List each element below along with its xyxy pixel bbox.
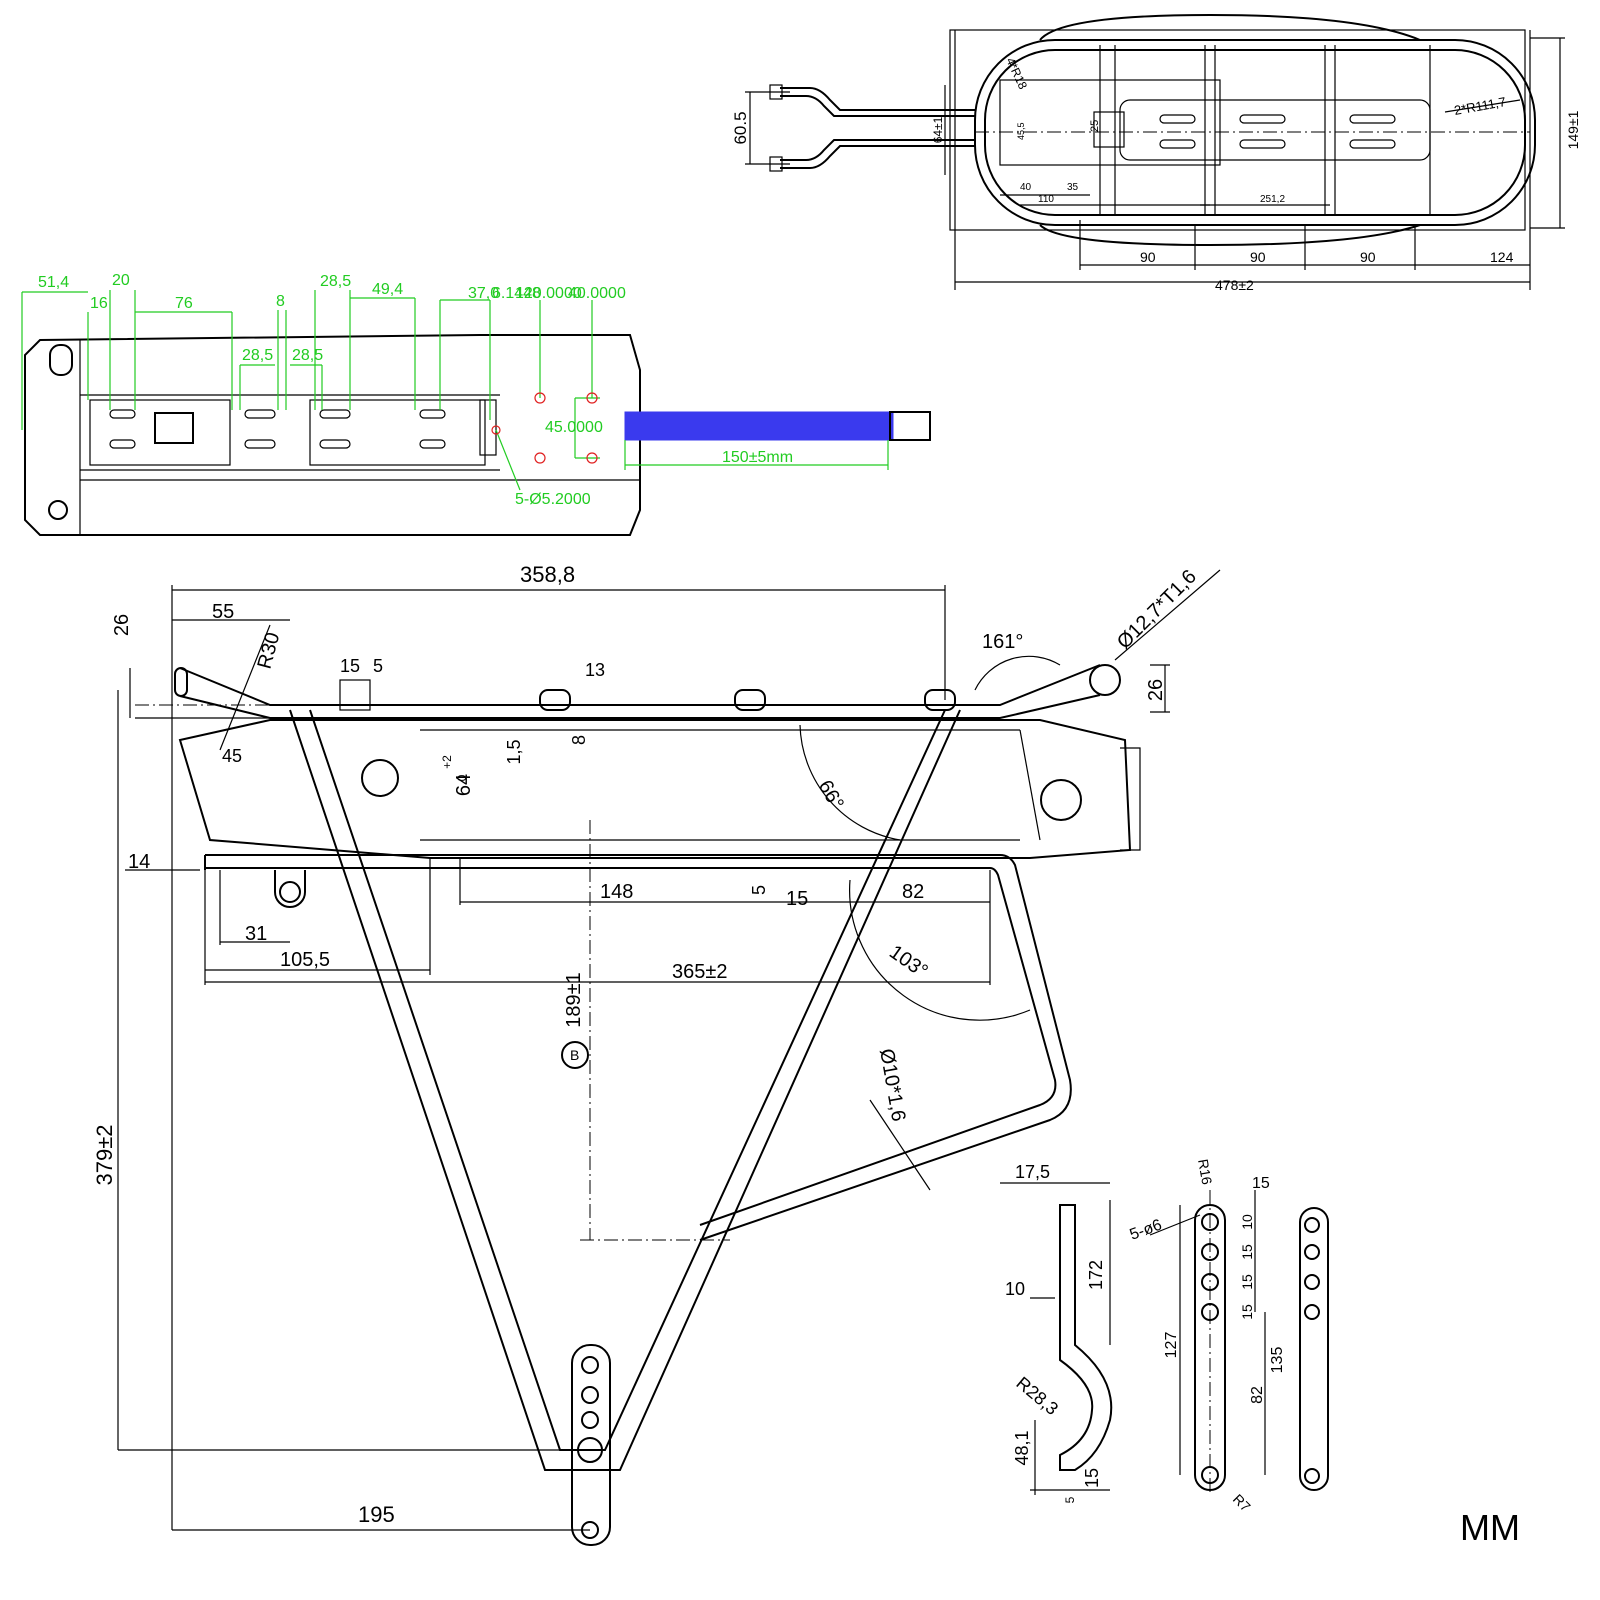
dim-side-8: 161° [982, 631, 1023, 653]
dim-bat-3: 16 [90, 295, 108, 312]
dim-bat-11: 40.0000 [568, 285, 626, 302]
dim-side-4: R30 [254, 630, 285, 671]
dim-side-20: 5 [749, 885, 769, 895]
dim-strut-9: 15 [1252, 1175, 1270, 1192]
dim-strut-15: 127 [1163, 1332, 1180, 1359]
dim-side-16: 0 [455, 774, 469, 781]
dim-side-11: 45 [222, 746, 242, 766]
dim-top-16: 478±2 [1215, 277, 1254, 293]
dim-side-22: 82 [902, 881, 924, 903]
dim-bat-14: 45.0000 [545, 419, 603, 436]
dim-bat-15: 150±5mm [722, 449, 793, 466]
dim-strut-14: 15 [1239, 1304, 1255, 1320]
dim-side-24: 105,5 [280, 949, 330, 971]
dim-top-5: 25 [1089, 120, 1101, 132]
dim-top-10: 2*R111,7 [1453, 94, 1507, 118]
dim-top-4: 45,5 [1016, 122, 1026, 140]
dim-top-9: 251,2 [1260, 194, 1285, 205]
dim-bat-6: 28,5 [320, 273, 351, 290]
dim-top-2: 64±1 [931, 116, 945, 143]
dim-bat-2: 20 [112, 272, 130, 289]
marker-b: B [570, 1047, 579, 1063]
dim-strut-12: 15 [1239, 1244, 1255, 1260]
dim-side-23: 31 [245, 923, 267, 945]
unit-label: MM [1460, 1507, 1520, 1548]
dim-side-1: 358,8 [520, 562, 575, 587]
dim-top-15: 124 [1490, 249, 1514, 265]
dim-side-13: 8 [569, 735, 589, 745]
dim-top-11: 149±1 [1565, 110, 1581, 149]
dim-bat-1: 51,4 [38, 274, 69, 291]
dim-side-5: 15 [340, 656, 360, 676]
dim-side-9: Ø12,7*T1,6 [1113, 566, 1201, 654]
dim-strut-5: 48,1 [1012, 1430, 1032, 1465]
dim-strut-11: 10 [1239, 1214, 1255, 1230]
dim-strut-10: 5-ø6 [1128, 1216, 1165, 1243]
dim-strut-17: R7 [1230, 1491, 1254, 1515]
dim-side-19: 148 [600, 881, 633, 903]
dim-bat-12: 28,5 [242, 347, 273, 364]
dim-strut-6: 15 [1082, 1468, 1102, 1488]
dim-bat-7: 49,4 [372, 281, 403, 298]
dim-side-28: Ø10*1,6 [875, 1047, 909, 1123]
dim-strut-18: 135 [1269, 1347, 1286, 1374]
dim-strut-13: 15 [1239, 1274, 1255, 1290]
dim-strut-1: 17,5 [1015, 1162, 1050, 1182]
dim-side-17: 66° [814, 777, 848, 814]
dim-side-3: 55 [212, 601, 234, 623]
dim-side-14: 64 [453, 774, 475, 796]
battery-view: 51,4 20 16 76 8 28,5 49,4 37,0 6.1448 12… [21, 272, 931, 536]
dim-side-2: 26 [111, 614, 133, 636]
dim-strut-4: R28,3 [1012, 1373, 1062, 1419]
dim-top-13: 90 [1250, 249, 1266, 265]
dim-side-27: 189±1 [563, 972, 585, 1027]
dim-side-21: 15 [786, 888, 808, 910]
dim-side-10: 26 [1145, 679, 1167, 701]
dim-side-29: 379±2 [92, 1124, 117, 1185]
dim-bat-16: 5-Ø5.2000 [515, 491, 591, 508]
dim-bat-9: 6.1448 [492, 285, 541, 302]
dim-top-8: 110 [1038, 194, 1054, 205]
dim-strut-16: 82 [1249, 1386, 1266, 1404]
side-view: 358,8 26 55 R30 15 5 13 161° Ø12,7*T1,6 … [92, 562, 1221, 1546]
dim-strut-3: 10 [1005, 1279, 1025, 1299]
dim-bat-10: 120.0000 [515, 285, 582, 302]
dim-side-25: 365±2 [672, 961, 727, 983]
dim-side-26: 103° [885, 941, 932, 983]
dim-side-18: 14 [128, 851, 150, 873]
dim-side-12: 1,5 [504, 739, 524, 764]
dim-bat-5: 8 [276, 293, 285, 310]
dim-strut-7: 5 [1063, 1496, 1077, 1503]
dim-top-7: 35 [1067, 182, 1079, 193]
dim-top-12: 90 [1140, 249, 1156, 265]
dim-bat-13: 28,5 [292, 347, 323, 364]
dim-bat-8: 37,0 [468, 285, 499, 302]
dim-side-15: +2 [440, 755, 454, 769]
dim-strut-2: 172 [1086, 1260, 1106, 1290]
dim-top-3: 4*R18 [1003, 55, 1030, 91]
dim-top-1: 60.5 [731, 111, 750, 144]
dim-strut-8: R16 [1195, 1158, 1215, 1186]
strut-details: 17,5 172 10 R28,3 48,1 15 5 R16 15 5-ø6 … [1000, 1158, 1329, 1515]
dim-top-6: 40 [1020, 182, 1032, 193]
dim-side-6: 5 [373, 656, 383, 676]
dim-side-7: 13 [585, 660, 605, 680]
dim-top-14: 90 [1360, 249, 1376, 265]
dim-bat-4: 76 [175, 295, 193, 312]
dim-side-30: 195 [358, 1502, 395, 1527]
top-view: 60.5 64±1 4*R18 45,5 25 40 35 110 251,2 … [731, 13, 1581, 293]
